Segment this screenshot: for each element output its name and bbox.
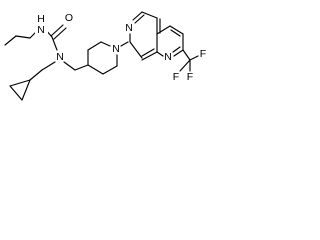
bond-carbonyl-o-1 [50,24,64,37]
atom-carbonyl-o: O [65,12,73,24]
bond-pip-c3-c2 [87,41,102,51]
structure-svg: N H O N N N N F F F [4,11,206,101]
molecule-diagram: N H O N N N N F F F [0,0,210,110]
atom-piperidine-n: N [112,43,120,55]
bond-c7-c8 [141,11,158,19]
bond-ch2-cyclopropyl [29,69,43,81]
atom-fluorine-2: F [200,48,206,60]
atom-urea-tertiary-n: N [56,51,64,63]
bond-pip-c6-c5 [102,65,118,75]
bond-cf3-f2 [189,55,199,61]
bond-c8a-c4 [156,25,171,35]
atom-naphthyridine-n1: N [164,51,172,63]
atom-labels: N H O N N N N F F F [35,12,206,83]
bond-cyclopropyl-3 [21,79,31,101]
bond-n-ch2-piperidine [63,61,76,71]
bond-c2-n1-1 [173,49,184,57]
bond-n6-c7-2 [134,14,145,24]
bond-c4-c3 [169,25,184,35]
atom-naphthyridine-n6: N [125,22,133,34]
bond-pip-c5-c4 [87,64,104,75]
bond-n1-c8a [156,51,164,57]
bond-cyclopropyl-2 [9,85,23,101]
bond-cyclopropyl-1 [9,79,31,87]
bond-c2-n1-2 [172,46,181,53]
bond-n-ch2-cyclopropyl [41,61,56,71]
bond-pip-n-naphthyridine [120,41,129,47]
bond-ethyl-ch2 [15,35,31,39]
bond-carbonyl-n [51,36,58,51]
bond-c4a-c5-1 [141,51,158,61]
bond-c5-c4a-link [129,41,143,59]
atom-urea-nh-h: H [37,13,45,25]
bond-c4a-c5-2 [141,48,155,57]
bond-c2-cf3 [182,49,191,61]
bond-n6-c7-1 [132,11,143,21]
bond-ethyl-ch3 [4,35,17,46]
atom-fluorine-1: F [187,71,193,83]
bond-carbonyl-o-2 [53,27,67,40]
bonds [4,11,199,101]
bond-c4-c3-inner [170,29,181,37]
bond-ch2-piperidine-c4 [74,64,89,71]
bond-cf3-f3 [179,59,191,72]
atom-urea-nh-n: N [37,24,45,36]
atom-fluorine-3: F [173,71,179,83]
bond-pip-c2-n [100,41,111,47]
